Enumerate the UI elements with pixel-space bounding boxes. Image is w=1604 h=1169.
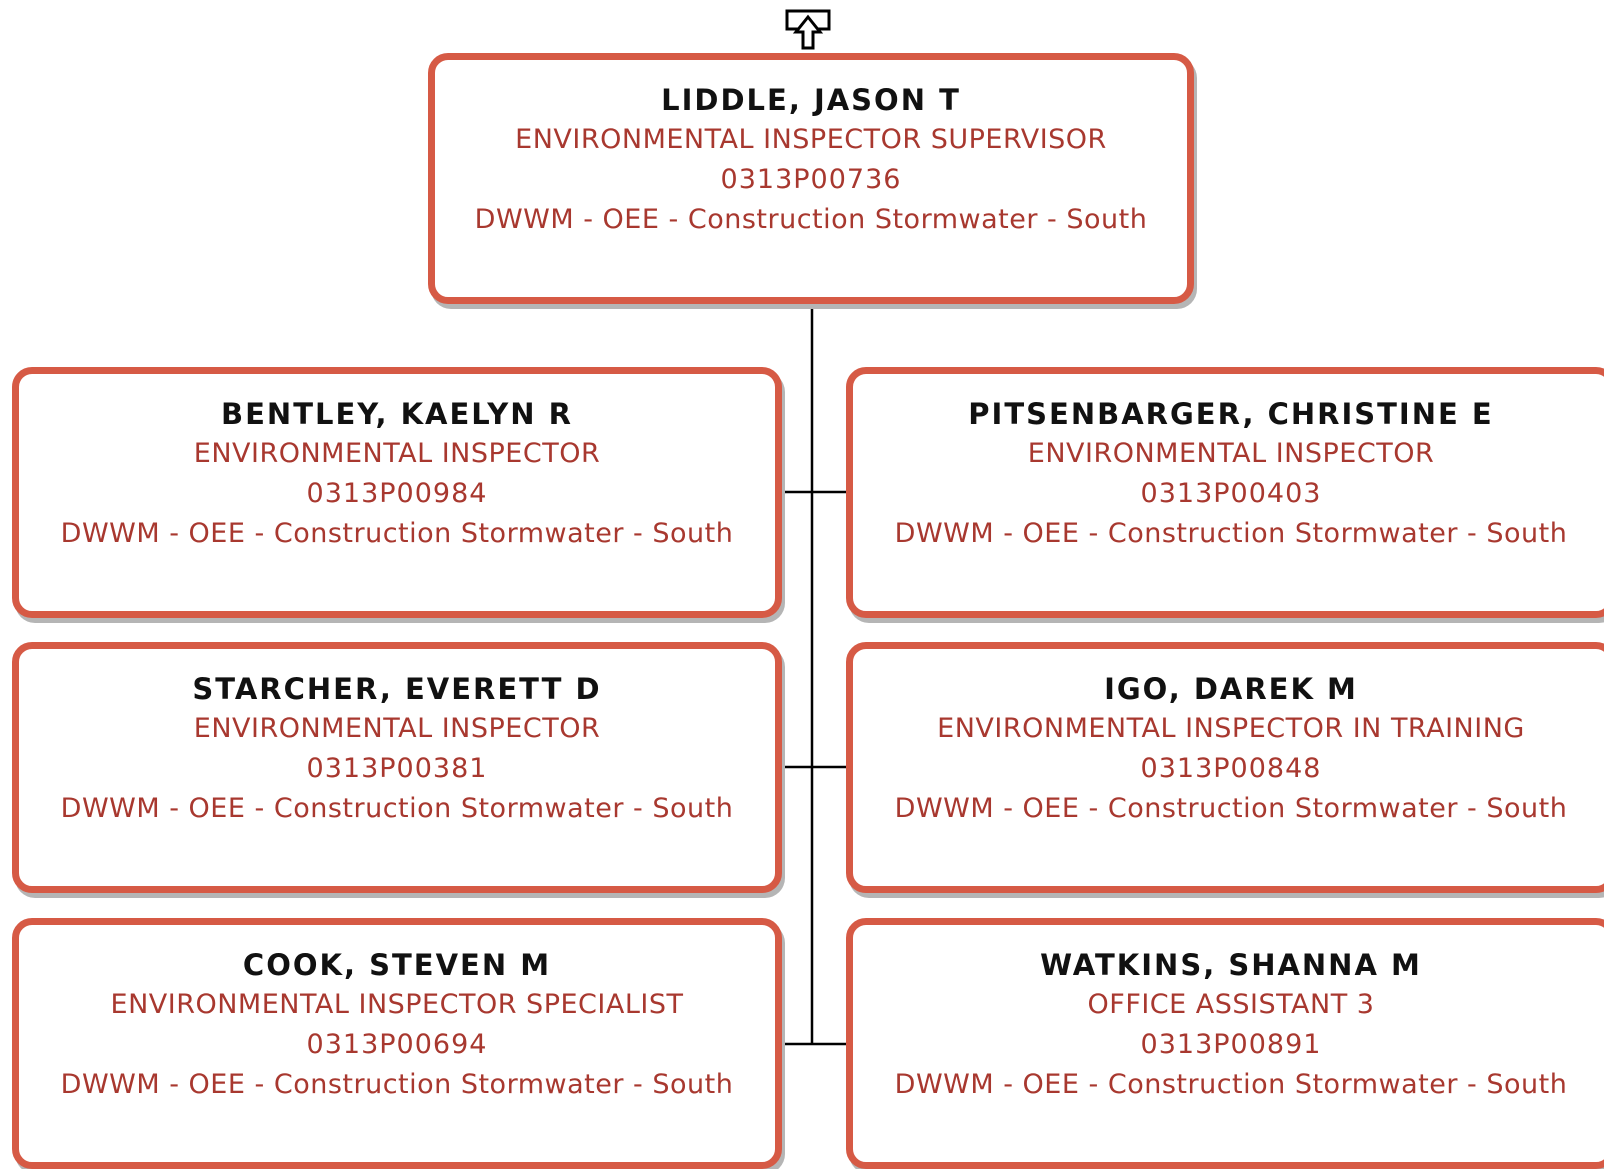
employee-name: BENTLEY, KAELYN R (221, 397, 573, 431)
department: DWWM - OEE - Construction Stormwater - S… (894, 793, 1568, 824)
job-title: OFFICE ASSISTANT 3 (1087, 989, 1375, 1020)
employee-name: PITSENBARGER, CHRISTINE E (968, 397, 1494, 431)
job-title: ENVIRONMENTAL INSPECTOR SPECIALIST (110, 989, 684, 1020)
position-number: 0313P00891 (1140, 1029, 1322, 1060)
position-number: 0313P00403 (1140, 478, 1322, 509)
position-number: 0313P00381 (306, 753, 488, 784)
job-title: ENVIRONMENTAL INSPECTOR (1027, 438, 1435, 469)
org-card-report[interactable]: COOK, STEVEN M ENVIRONMENTAL INSPECTOR S… (12, 918, 782, 1169)
employee-name: STARCHER, EVERETT D (192, 672, 602, 706)
org-card-report[interactable]: WATKINS, SHANNA M OFFICE ASSISTANT 3 031… (846, 918, 1604, 1169)
employee-name: LIDDLE, JASON T (661, 83, 961, 117)
position-number: 0313P00694 (306, 1029, 488, 1060)
org-card-report[interactable]: BENTLEY, KAELYN R ENVIRONMENTAL INSPECTO… (12, 367, 782, 618)
position-number: 0313P00984 (306, 478, 488, 509)
job-title: ENVIRONMENTAL INSPECTOR SUPERVISOR (515, 124, 1107, 155)
navigate-up-button[interactable] (785, 6, 831, 52)
employee-name: WATKINS, SHANNA M (1040, 948, 1422, 982)
department: DWWM - OEE - Construction Stormwater - S… (60, 1069, 734, 1100)
org-card-report[interactable]: PITSENBARGER, CHRISTINE E ENVIRONMENTAL … (846, 367, 1604, 618)
up-arrow-icon (785, 9, 831, 50)
department: DWWM - OEE - Construction Stormwater - S… (60, 518, 734, 549)
position-number: 0313P00736 (720, 164, 902, 195)
department: DWWM - OEE - Construction Stormwater - S… (894, 518, 1568, 549)
employee-name: IGO, DAREK M (1104, 672, 1358, 706)
org-card-report[interactable]: IGO, DAREK M ENVIRONMENTAL INSPECTOR IN … (846, 642, 1604, 893)
org-card-supervisor[interactable]: LIDDLE, JASON T ENVIRONMENTAL INSPECTOR … (428, 53, 1194, 304)
job-title: ENVIRONMENTAL INSPECTOR (193, 438, 601, 469)
job-title: ENVIRONMENTAL INSPECTOR IN TRAINING (937, 713, 1525, 744)
job-title: ENVIRONMENTAL INSPECTOR (193, 713, 601, 744)
position-number: 0313P00848 (1140, 753, 1322, 784)
org-card-report[interactable]: STARCHER, EVERETT D ENVIRONMENTAL INSPEC… (12, 642, 782, 893)
employee-name: COOK, STEVEN M (242, 948, 552, 982)
department: DWWM - OEE - Construction Stormwater - S… (474, 204, 1148, 235)
department: DWWM - OEE - Construction Stormwater - S… (60, 793, 734, 824)
department: DWWM - OEE - Construction Stormwater - S… (894, 1069, 1568, 1100)
